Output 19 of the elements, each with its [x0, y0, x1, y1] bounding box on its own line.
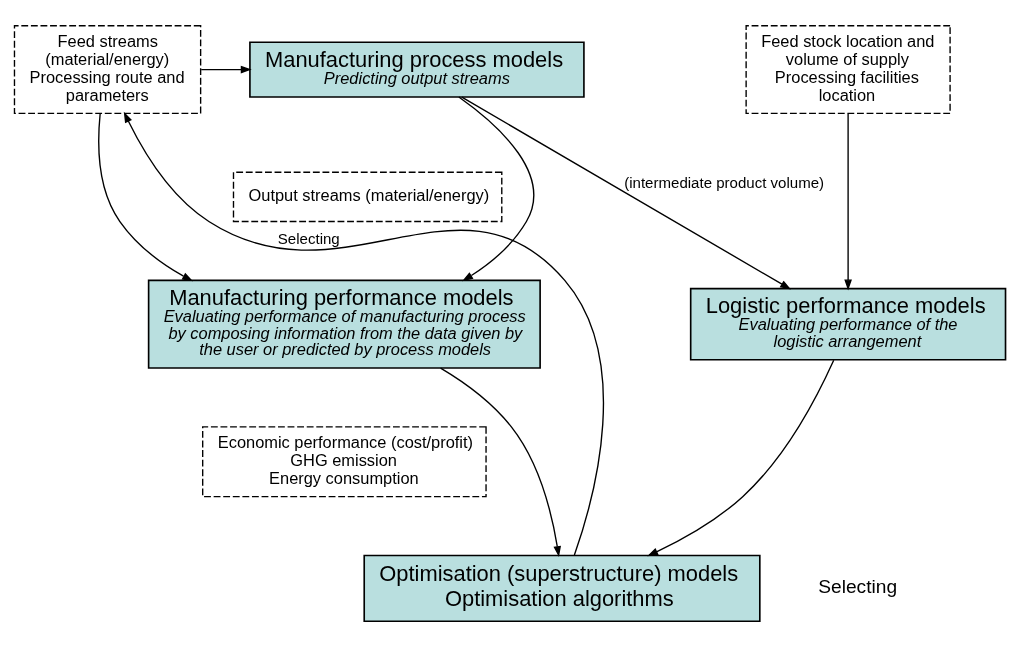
- node-box: Manufacturing process models Predicting output streams: [248, 40, 585, 98]
- label: Selecting: [817, 575, 897, 597]
- arrow: [457, 95, 534, 281]
- node-box: Economic performance (cost/profit) GHG emission Energy consumption: [201, 425, 487, 497]
- arrow: [200, 65, 252, 73]
- arrow: [843, 112, 852, 290]
- arrow: [123, 111, 604, 556]
- node-box: Manufacturing performance models Evaluating performance of manufacturing process by composing information from the data given by the user or predicted by process models: [147, 279, 541, 369]
- arrow: [439, 366, 561, 557]
- node-box: Logistic performance models Evaluating performance of the logistic arrangement: [689, 287, 1006, 361]
- arrow: [460, 96, 791, 289]
- node-box: Feed stock location and volume of supply Processing facilities location: [744, 24, 951, 114]
- arrow: [97, 112, 193, 281]
- edge-label: (intermediate product volume): [623, 173, 824, 191]
- edge-label: Selecting: [277, 229, 340, 247]
- node-box: Optimisation (superstructure) models Optimisation algorithms: [362, 554, 761, 622]
- node-box: Output streams (material/energy): [232, 171, 502, 222]
- arrow: [646, 359, 834, 556]
- node-box: Feed streams (material/energy) Processing route and parameters: [13, 24, 201, 114]
